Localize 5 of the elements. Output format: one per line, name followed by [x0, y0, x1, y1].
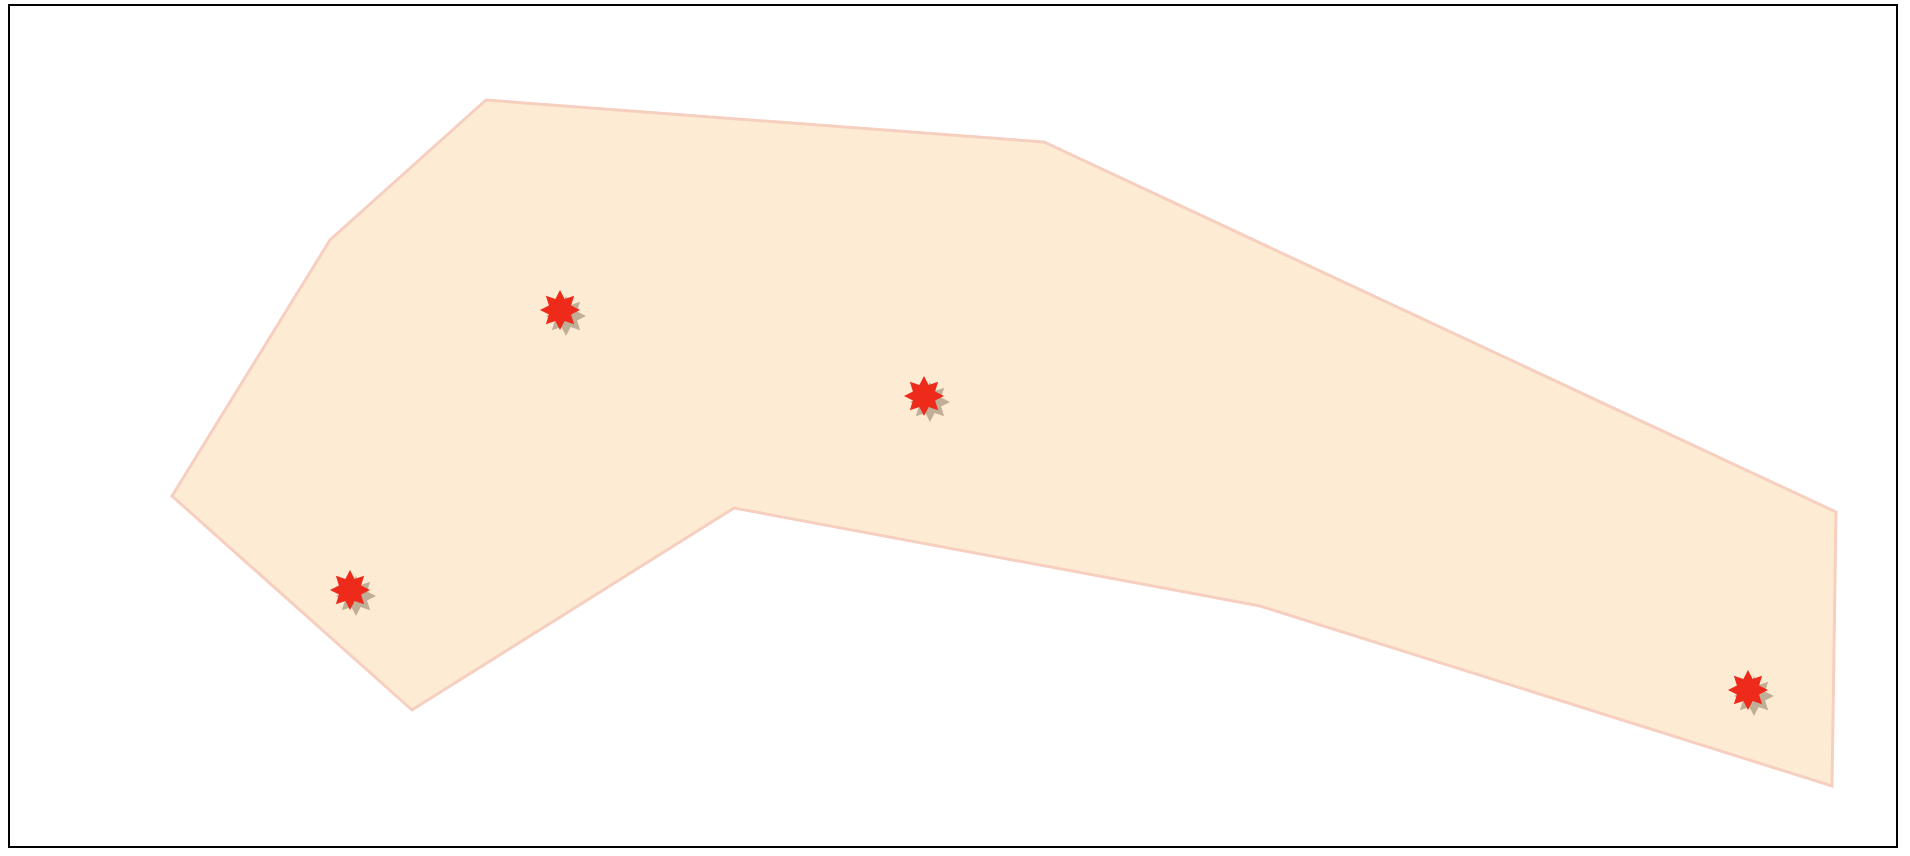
- marker-icon: [1724, 666, 1776, 718]
- marker-icon: [326, 566, 378, 618]
- region-polygon: [168, 96, 1840, 792]
- marker-icon: [536, 286, 588, 338]
- marker-icon: [900, 372, 952, 424]
